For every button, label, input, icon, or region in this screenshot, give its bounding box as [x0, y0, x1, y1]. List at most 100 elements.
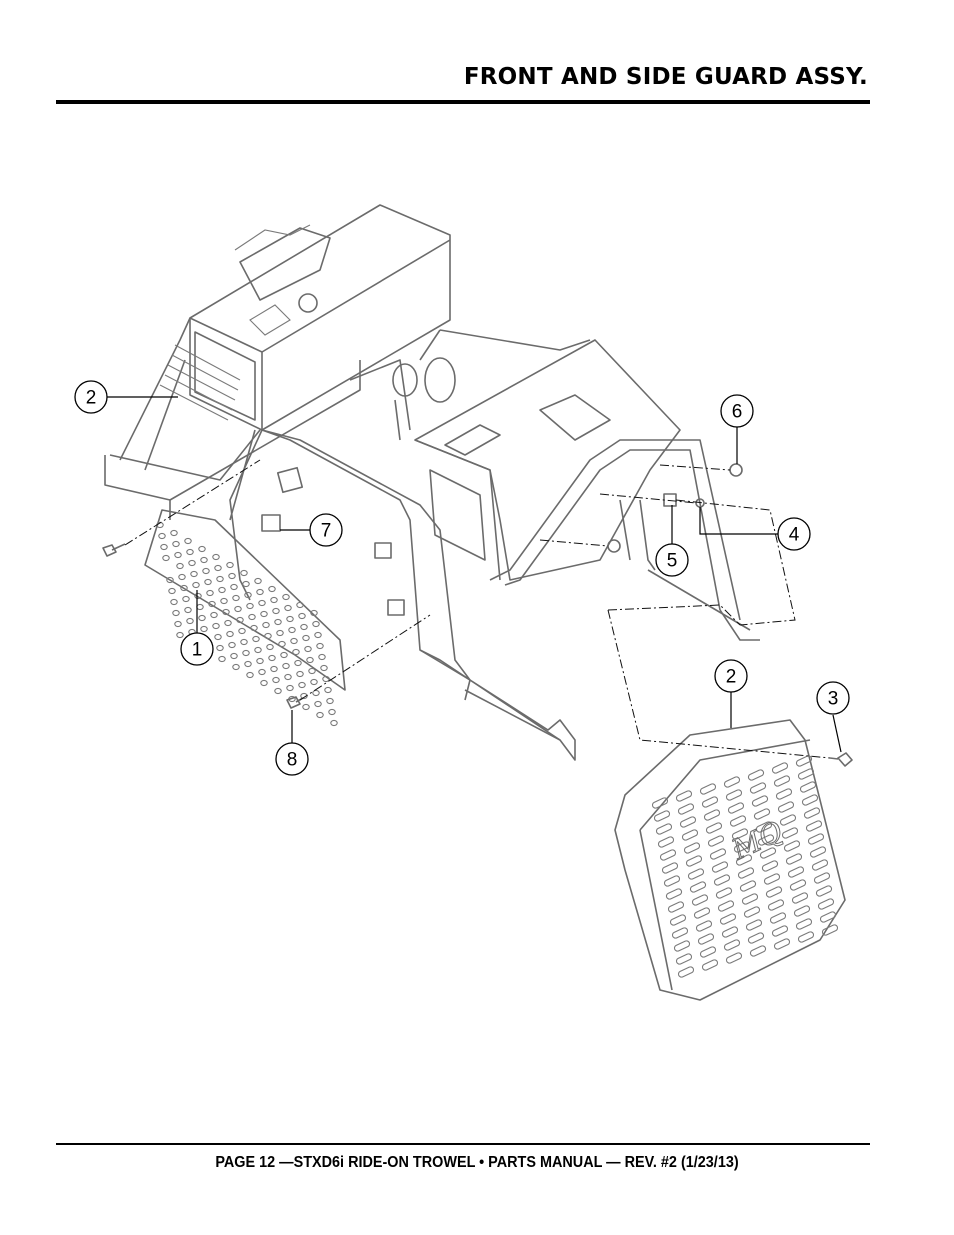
- grille-slot: [653, 810, 671, 822]
- perforation-hole: [260, 610, 268, 618]
- perforation-hole: [298, 681, 306, 689]
- perforation-hole: [254, 577, 262, 585]
- perforation-hole: [184, 606, 192, 614]
- perforation-hole: [268, 585, 276, 593]
- perforation-hole: [174, 620, 182, 628]
- assembly-lines: [124, 459, 831, 759]
- grille-slot: [681, 829, 699, 841]
- grille-slot: [779, 814, 797, 826]
- callout-label: 4: [789, 525, 800, 546]
- grille-slot: [795, 755, 813, 767]
- perforation-hole: [222, 608, 230, 616]
- perforation-hole: [290, 637, 298, 645]
- grille-slot: [669, 914, 687, 926]
- callout-label: 5: [667, 551, 678, 572]
- perforation-hole: [168, 587, 176, 595]
- perforation-hole: [298, 612, 306, 620]
- grille-slot: [789, 879, 807, 891]
- perforation-hole: [224, 619, 232, 627]
- grille-slot: [741, 893, 759, 905]
- perforation-hole: [194, 592, 202, 600]
- grille-slot: [663, 875, 681, 887]
- grille-slot: [687, 868, 705, 880]
- header-rule: [56, 100, 870, 104]
- rear-frame: [414, 329, 760, 641]
- perforation-hole: [322, 675, 330, 683]
- perforation-hole: [276, 629, 284, 637]
- perforation-hole: [284, 673, 292, 681]
- perforation-hole: [210, 611, 218, 619]
- perforation-hole: [198, 545, 206, 553]
- perforation-hole: [274, 687, 282, 695]
- grille-slot: [723, 939, 741, 951]
- grille-slot: [757, 834, 775, 846]
- grille-slot: [815, 885, 833, 897]
- perforation-hole: [246, 671, 254, 679]
- grille-slot: [667, 901, 685, 913]
- perforation-hole: [310, 678, 318, 686]
- grille-slot: [739, 880, 757, 892]
- perforation-hole: [306, 656, 314, 664]
- perforation-hole: [186, 617, 194, 625]
- perforation-hole: [324, 686, 332, 694]
- grille-slot: [723, 776, 741, 788]
- page-title: FRONT AND SIDE GUARD ASSY.: [463, 64, 868, 90]
- perforation-hole: [278, 640, 286, 648]
- grille-slot: [745, 919, 763, 931]
- callout-4: 4: [777, 517, 811, 551]
- perforation-hole: [288, 626, 296, 634]
- grille-slot: [697, 933, 715, 945]
- grille-slot: [731, 828, 749, 840]
- perforation-hole: [184, 537, 192, 545]
- callout-label: 6: [732, 402, 743, 423]
- perforation-hole: [180, 584, 188, 592]
- grille-slot: [737, 867, 755, 879]
- perforation-hole: [274, 618, 282, 626]
- side-guard-panel: [229, 429, 576, 761]
- perforation-hole: [256, 657, 264, 665]
- grille-slot: [695, 920, 713, 932]
- perforation-hole: [174, 551, 182, 559]
- perforation-hole: [232, 663, 240, 671]
- perforation-hole: [216, 575, 224, 583]
- callout-label: 1: [192, 640, 203, 661]
- perforation-hole: [238, 627, 246, 635]
- perforation-hole: [158, 532, 166, 540]
- grille-slot: [679, 816, 697, 828]
- perforation-hole: [268, 654, 276, 662]
- perforation-hole: [240, 638, 248, 646]
- perforation-hole: [300, 623, 308, 631]
- callout-5: 5: [655, 543, 689, 577]
- grille-slot: [771, 762, 789, 774]
- perforation-hole: [302, 634, 310, 642]
- grille-slot: [771, 925, 789, 937]
- perforation-hole: [294, 659, 302, 667]
- perforation-hole: [282, 593, 290, 601]
- callout-label: 2: [726, 667, 737, 688]
- grille-slot: [755, 821, 773, 833]
- perforation-hole: [316, 711, 324, 719]
- perforation-hole: [266, 643, 274, 651]
- perforation-hole: [172, 609, 180, 617]
- grille-slot: [759, 847, 777, 859]
- perforation-hole: [318, 653, 326, 661]
- perforation-hole: [282, 662, 290, 670]
- grille-slot: [785, 853, 803, 865]
- perforation-hole: [160, 543, 168, 551]
- perforation-hole: [212, 622, 220, 630]
- perforation-hole: [242, 580, 250, 588]
- perforation-hole: [300, 692, 308, 700]
- grille-slot: [675, 953, 693, 965]
- grille-slot: [735, 854, 753, 866]
- perforation-hole: [230, 583, 238, 591]
- perforation-hole: [326, 697, 334, 705]
- grille-slot: [819, 911, 837, 923]
- perforation-hole: [216, 644, 224, 652]
- grille-slot: [727, 802, 745, 814]
- grille-slot: [773, 775, 791, 787]
- perforation-hole: [176, 631, 184, 639]
- grille-slot: [691, 894, 709, 906]
- callout-label: 7: [321, 521, 332, 542]
- grille-slot: [671, 927, 689, 939]
